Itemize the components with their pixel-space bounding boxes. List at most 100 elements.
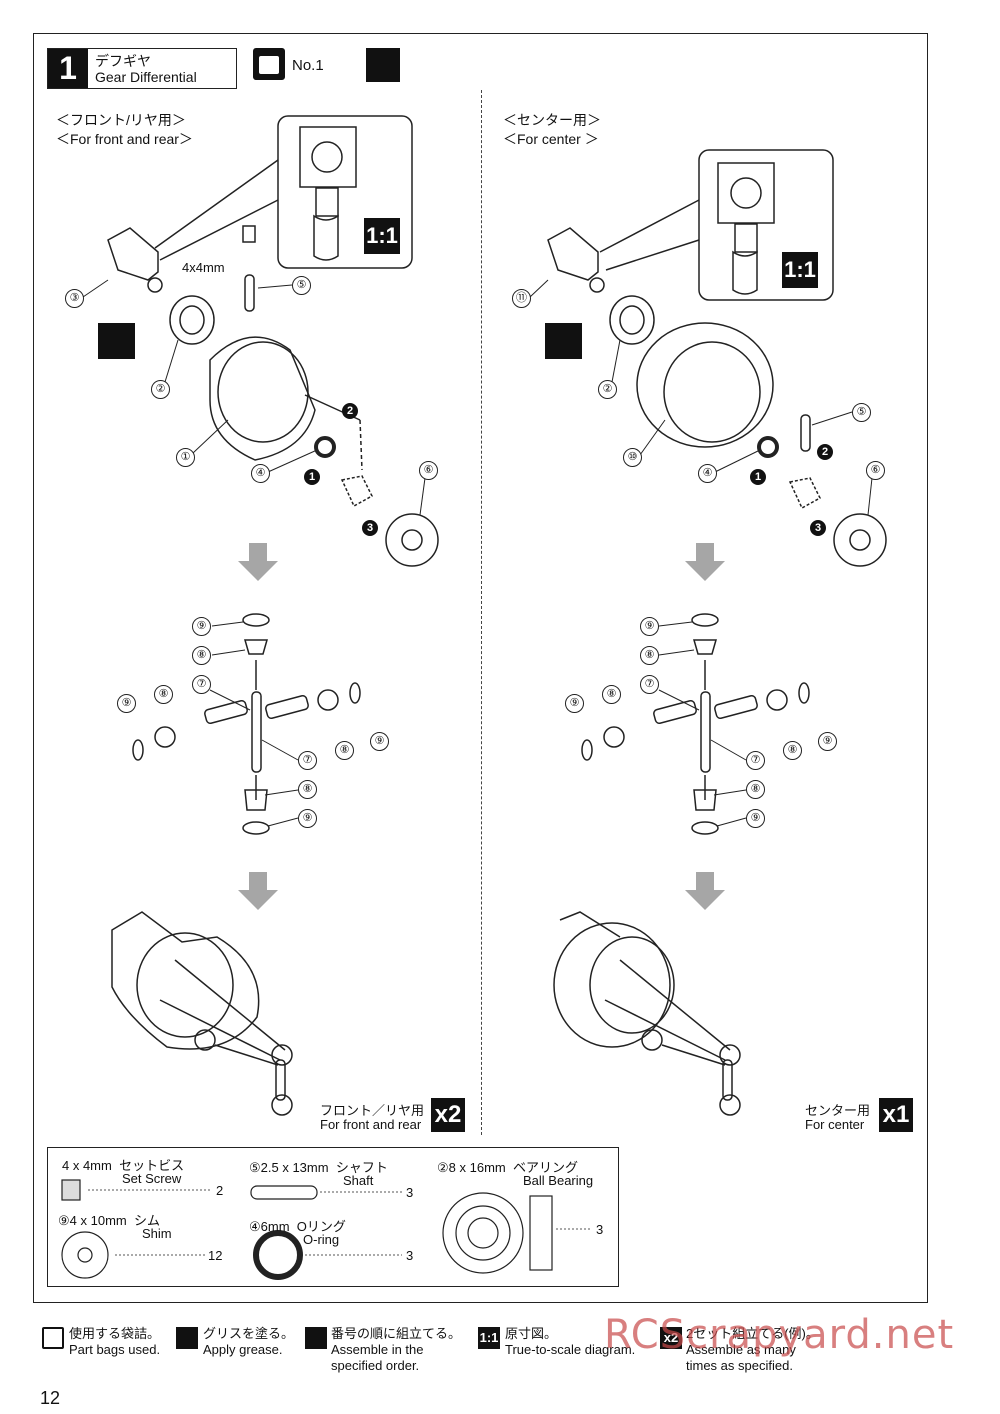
- callout-9: ⑨: [192, 617, 211, 636]
- order-1: 1: [750, 469, 766, 485]
- legend-bar: 使用する袋詰。Part bags used. グリスを塗る。Apply grea…: [0, 1325, 1000, 1380]
- right-bearing: [609, 295, 655, 345]
- callout-8: ⑧: [192, 646, 211, 665]
- callout-7: ⑦: [298, 751, 317, 770]
- flow-arrows: [238, 543, 725, 910]
- right-cross-assembly: [581, 613, 810, 835]
- callout-4: ④: [698, 464, 717, 483]
- right-heading-jp: ＜センター用＞: [503, 112, 601, 128]
- order-3: 3: [810, 520, 826, 536]
- bearing-spec: ②8 x 16mm ベアリング: [437, 1160, 578, 1175]
- shaft-en: Shaft: [343, 1173, 374, 1188]
- order-icon: [366, 48, 400, 82]
- legend-grease: グリスを塗る。Apply grease.: [203, 1326, 295, 1357]
- scale-icon: 1:1: [478, 1327, 500, 1349]
- left-heading-jp: ＜フロント/リヤ用＞: [56, 112, 186, 128]
- callout-7: ⑦: [640, 675, 659, 694]
- oring-qty: 3: [406, 1248, 414, 1263]
- callout-9: ⑨: [117, 694, 136, 713]
- callout-8: ⑧: [602, 685, 621, 704]
- left-multiplier-badge: x2: [431, 1098, 465, 1132]
- left-bevel-gear: [385, 513, 439, 567]
- legend-bag: 使用する袋詰。Part bags used.: [69, 1326, 161, 1357]
- left-final-jp: フロント／リヤ用: [320, 1103, 425, 1118]
- left-output-joint: [107, 227, 159, 281]
- order-3: 3: [362, 520, 378, 536]
- callout-9: ⑨: [298, 809, 317, 828]
- left-set-screw: [242, 225, 256, 243]
- order-1: 1: [304, 469, 320, 485]
- right-final-assembly: [553, 911, 741, 1116]
- left-bearing: [169, 295, 215, 345]
- callout-8: ⑧: [298, 780, 317, 799]
- right-diff-case: [636, 322, 774, 448]
- oring-en: O-ring: [303, 1232, 340, 1247]
- left-heading-en: ＜For front and rear＞: [56, 131, 193, 147]
- left-oring: [314, 436, 336, 458]
- left-final-en: For front and rear: [320, 1117, 422, 1132]
- callout-8: ⑧: [154, 685, 173, 704]
- callout-4: ④: [251, 464, 270, 483]
- callout-8: ⑧: [640, 646, 659, 665]
- callout-9: ⑨: [370, 732, 389, 751]
- multiplier-icon: x2: [660, 1327, 682, 1349]
- callout-3: ③: [65, 289, 84, 308]
- step-title-jp: デフギヤ: [95, 53, 151, 69]
- step-title-en: Gear Differential: [95, 69, 197, 85]
- callout-9: ⑨: [640, 617, 659, 636]
- grease-icon: [176, 1327, 198, 1349]
- set-screw-qty: 2: [216, 1183, 224, 1198]
- callout-8: ⑧: [335, 741, 354, 760]
- right-final-jp: センター用: [805, 1103, 871, 1118]
- shim-en: Shim: [142, 1226, 172, 1241]
- right-multiplier-badge: x1: [879, 1098, 913, 1132]
- shaft-qty: 3: [406, 1185, 414, 1200]
- right-shaft: [800, 414, 811, 452]
- left-cross-assembly: [132, 613, 361, 835]
- left-final-assembly: [111, 911, 293, 1116]
- order-2: 2: [342, 403, 358, 419]
- step-number: 1: [48, 49, 88, 88]
- page-number: 12: [40, 1388, 61, 1408]
- left-shaft: [244, 274, 255, 312]
- oring-spec: ④6mm Oリング: [249, 1219, 346, 1234]
- order-icon: [305, 1327, 327, 1349]
- grease-icons: [98, 323, 582, 359]
- callout-2: ②: [151, 380, 170, 399]
- callout-8: ⑧: [783, 741, 802, 760]
- bag-icon: [42, 1327, 64, 1349]
- callout-2: ②: [598, 380, 617, 399]
- left-inset-joint: [299, 126, 357, 188]
- left-screw-label: 4x4mm: [182, 260, 225, 275]
- page-frame: [33, 33, 928, 1303]
- right-scale-badge: 1:1: [782, 252, 818, 288]
- right-oring: [757, 436, 779, 458]
- legend-scale: 原寸図。True-to-scale diagram.: [505, 1326, 636, 1357]
- right-output-joint: [547, 227, 599, 281]
- shim-qty: 12: [208, 1248, 223, 1263]
- callout-9: ⑨: [746, 809, 765, 828]
- shim-spec: ⑨4 x 10mm シム: [58, 1213, 160, 1228]
- watermark: RCScrapyard.net: [604, 1312, 955, 1358]
- order-2: 2: [817, 444, 833, 460]
- step-header: 1 デフギヤ Gear Differential: [47, 48, 237, 89]
- left-scale-badge: 1:1: [364, 218, 400, 254]
- right-final-en: For center: [805, 1117, 865, 1132]
- set-screw-spec: 4 x 4mm セットビス: [62, 1158, 185, 1173]
- panel-divider: [481, 90, 482, 1135]
- shaft-spec: ⑤2.5 x 13mm シャフト: [249, 1160, 388, 1175]
- right-heading-en: ＜For center ＞: [503, 131, 599, 147]
- callout-11: ⑪: [512, 289, 531, 308]
- callout-5: ⑤: [292, 276, 311, 295]
- callout-6: ⑥: [419, 461, 438, 480]
- callout-8: ⑧: [746, 780, 765, 799]
- left-inset-frame: [277, 115, 413, 269]
- callout-6: ⑥: [866, 461, 885, 480]
- right-inset-frame: [698, 149, 834, 301]
- callout-9: ⑨: [565, 694, 584, 713]
- callout-7: ⑦: [192, 675, 211, 694]
- callout-10: ⑩: [623, 448, 642, 467]
- right-bevel-gear: [833, 513, 887, 567]
- bearing-en: Ball Bearing: [523, 1173, 594, 1188]
